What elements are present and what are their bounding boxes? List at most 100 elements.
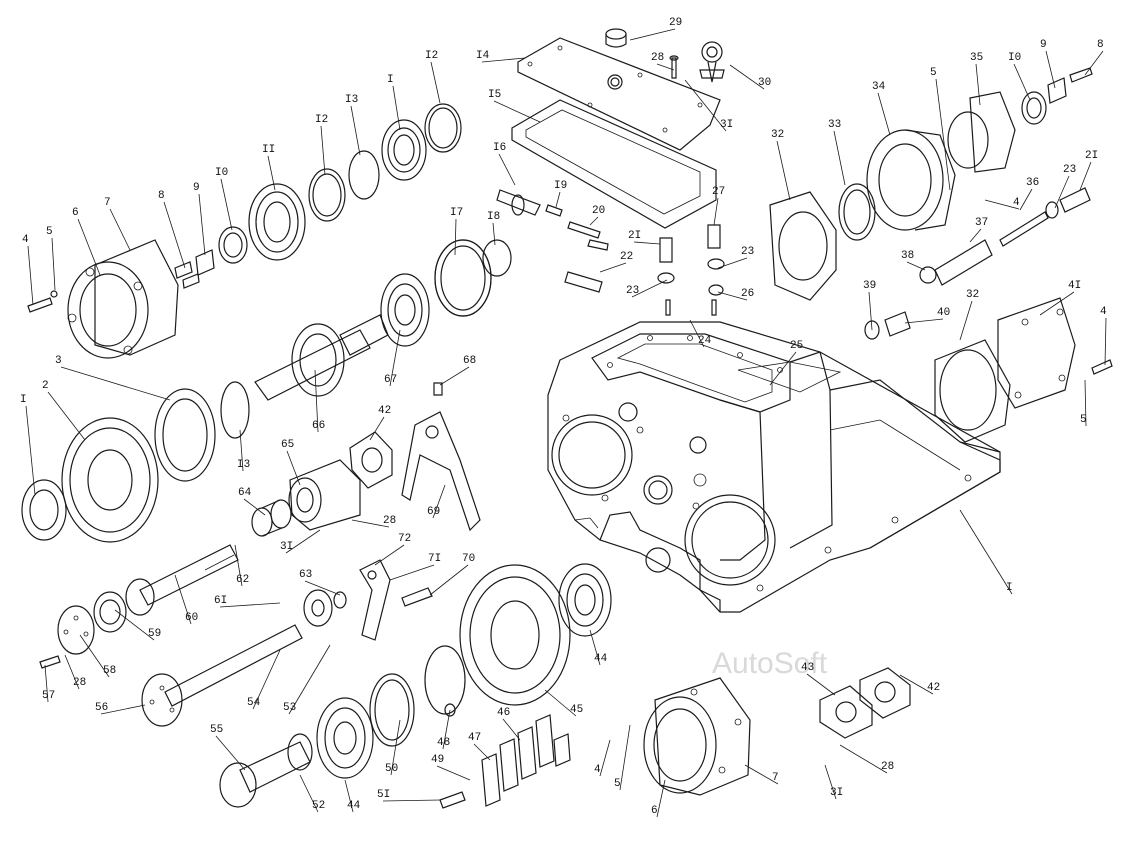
- callout-c-50: 50: [385, 763, 398, 775]
- callout-c-28b: 28: [383, 515, 396, 527]
- leader-line-c-12a: [430, 61, 441, 104]
- lever-72: [359, 559, 391, 641]
- callout-c-52: 52: [312, 800, 325, 812]
- washer-39-plug-40: [864, 311, 911, 340]
- callout-c-39: 39: [863, 280, 876, 292]
- leader-line-c-41: [1039, 291, 1075, 316]
- callout-c-23c: 23: [1063, 164, 1076, 176]
- callout-c-32b: 32: [966, 289, 979, 301]
- leader-line-c-18: [492, 222, 496, 246]
- leader-line-c-46: [502, 718, 521, 741]
- leader-line-c-7b: [744, 764, 779, 785]
- callout-c-60: 60: [185, 612, 198, 624]
- leader-line-c-21b: [1079, 161, 1092, 191]
- leader-line-c-63: [304, 580, 341, 596]
- callout-c-40: 40: [937, 307, 950, 319]
- leader-line-c-4a: [27, 245, 34, 306]
- callout-c-14: I4: [476, 50, 490, 62]
- leader-line-c-64: [243, 498, 266, 516]
- plates-46-47: [481, 714, 571, 807]
- callout-c-1b: I: [20, 394, 27, 406]
- shaft-56-54: [141, 624, 303, 727]
- leader-line-c-23a: [717, 257, 748, 269]
- callout-c-34: 34: [872, 81, 886, 93]
- callout-c-36: 36: [1026, 177, 1039, 189]
- leader-line-c-11: [267, 155, 276, 191]
- flange-cover-left: [27, 239, 179, 359]
- leader-line-c-13b: [239, 429, 244, 472]
- leader-line-c-2: [47, 391, 86, 441]
- callout-c-53: 53: [283, 702, 296, 714]
- callout-c-37: 37: [975, 217, 988, 229]
- callout-c-6b: 6: [651, 805, 658, 817]
- callout-c-54: 54: [247, 697, 261, 709]
- leader-line-c-59: [114, 609, 155, 641]
- callout-c-3: 3: [55, 355, 62, 367]
- washer-10-right: [1021, 91, 1047, 125]
- leader-line-c-1b: [25, 405, 36, 496]
- leader-line-c-31c: [824, 764, 837, 800]
- housing-34: [866, 129, 956, 231]
- leader-line-c-23c: [1054, 175, 1070, 209]
- leader-line-c-20: [589, 216, 599, 226]
- bolt-4-right: [1091, 359, 1113, 375]
- leader-line-c-14: [481, 57, 526, 63]
- leader-line-c-44b: [344, 779, 354, 813]
- callout-c-31a: 3I: [720, 119, 733, 131]
- callout-c-16: I6: [493, 142, 506, 154]
- leader-line-c-28a: [656, 63, 675, 71]
- leader-line-c-7a: [109, 208, 131, 251]
- leader-line-c-50: [390, 719, 401, 776]
- leader-line-c-44a: [589, 629, 601, 666]
- callout-c-5c: 5: [1080, 414, 1087, 426]
- leader-line-c-32a: [776, 140, 791, 201]
- callout-c-41: 4I: [1068, 280, 1081, 292]
- callout-c-43: 43: [801, 662, 814, 674]
- leader-line-c-58: [79, 634, 110, 678]
- callout-c-23b: 23: [626, 285, 639, 297]
- leader-line-c-19: [555, 191, 561, 208]
- callout-c-1a: I: [387, 74, 394, 86]
- leader-line-c-47: [473, 743, 491, 761]
- callout-c-55: 55: [210, 724, 223, 736]
- leader-line-c-31b: [285, 529, 321, 554]
- leader-line-c-9b: [1045, 50, 1056, 89]
- callout-c-21a: 2I: [628, 230, 641, 242]
- callout-c-27: 27: [712, 186, 725, 198]
- callout-c-28a: 28: [651, 52, 664, 64]
- leader-line-c-6b: [656, 779, 666, 818]
- leader-line-c-42a: [369, 416, 385, 441]
- callout-c-66: 66: [312, 420, 325, 432]
- callout-c-11: II: [262, 144, 275, 156]
- leader-line-c-56: [100, 704, 146, 715]
- callout-c-44b: 44: [347, 800, 361, 812]
- leader-line-c-72: [374, 544, 405, 566]
- leader-line-c-71: [389, 564, 435, 581]
- leader-line-c-45: [544, 689, 577, 717]
- leader-line-c-54: [252, 649, 281, 710]
- leader-line-c-43: [806, 673, 836, 696]
- leader-line-c-34: [877, 92, 891, 136]
- ring-17: [434, 239, 492, 317]
- leader-line-c-10a: [220, 178, 233, 231]
- plate-58: [57, 605, 95, 655]
- leader-line-c-15: [493, 100, 541, 123]
- shift-fork-69: [401, 411, 481, 532]
- callout-c-15: I5: [488, 89, 501, 101]
- leader-line-c-67: [389, 329, 401, 387]
- callout-c-4c: 4: [1100, 306, 1107, 318]
- bolt-70: [401, 587, 433, 607]
- leader-line-c-70: [429, 564, 469, 596]
- cover-41: [997, 297, 1076, 409]
- leader-line-c-55: [215, 735, 246, 771]
- leader-line-c-4b: [984, 199, 1020, 210]
- leader-line-c-53: [288, 644, 331, 715]
- callout-c-63: 63: [299, 569, 312, 581]
- leader-line-c-65: [286, 450, 301, 486]
- callout-c-33: 33: [828, 119, 841, 131]
- bearing-44-left: [316, 697, 374, 779]
- flange-cover-right: [643, 677, 751, 796]
- callout-c-26: 26: [741, 288, 754, 300]
- bushing-64: [251, 499, 292, 537]
- gearbox-housing: [547, 321, 1001, 613]
